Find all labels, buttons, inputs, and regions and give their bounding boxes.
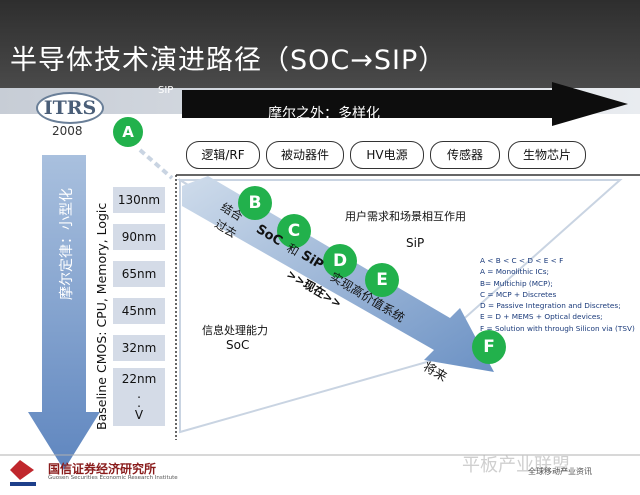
legend: A < B < C < D < E < F A = Monolithic ICs… <box>480 255 635 334</box>
legend-item: C = MCP + Discretes <box>480 289 557 299</box>
category-pill: 传感器 <box>430 141 500 169</box>
itrs-year: 2008 <box>52 124 83 138</box>
stage-marker-d: D <box>323 244 357 278</box>
legend-item: A = Monolithic ICs; <box>480 267 549 277</box>
page-title: 半导体技术演进路径（SOC→SIP） <box>10 45 447 76</box>
sip-small-label: SIP <box>158 85 174 96</box>
a-guide <box>138 148 174 180</box>
stage-marker-a: A <box>113 117 143 147</box>
node-box: 130nm <box>113 187 165 213</box>
watermark: 平板产业联盟 <box>462 455 570 476</box>
legend-item: B= Multichip (MCP); <box>480 278 553 288</box>
itrs-logo: ITRS <box>36 92 104 124</box>
category-pill: 生物芯片 <box>508 141 586 169</box>
footer-institute: 国信证券经济研究所 <box>48 462 157 476</box>
soc-region-label: SoC <box>226 338 250 352</box>
node-box: 65nm <box>113 261 165 287</box>
category-pill: 逻辑/RF <box>186 141 260 169</box>
node-dot: . <box>137 387 141 401</box>
stage-marker-c: C <box>277 214 311 248</box>
info-processing-label: 信息处理能力 <box>202 324 268 337</box>
legend-item: F = Solution with through Silicon via (T… <box>480 323 635 333</box>
footer-emblem <box>10 460 34 480</box>
header-bar <box>0 0 640 88</box>
legend-item: D = Passive Integration and Discretes; <box>480 301 621 311</box>
legend-item: A < B < C < D < E < F <box>480 256 564 265</box>
sip-region-label: SiP <box>406 236 425 250</box>
banner-arrow <box>182 82 628 126</box>
category-pill: HV电源 <box>350 141 424 169</box>
demand-label: 用户需求和场景相互作用 <box>345 210 466 223</box>
legend-item: E = D + MEMS + Optical devices; <box>480 312 603 322</box>
watermark-sub: 全球移动产业资讯 <box>528 467 592 476</box>
moore-label: 摩尔定律：小型化 <box>59 188 75 300</box>
footer-institute-sub: Guosen Securities Economic Research Inst… <box>48 475 178 481</box>
node-box-22nm: 22nm . . V <box>113 368 165 426</box>
node-label: 22nm <box>121 372 157 386</box>
node-box: 90nm <box>113 224 165 250</box>
stage-marker-f: F <box>472 330 506 364</box>
stage-marker-e: E <box>365 263 399 297</box>
node-box: 32nm <box>113 335 165 361</box>
baseline-label: Baseline CMOS: CPU, Memory, Logic <box>94 202 109 430</box>
node-box: 45nm <box>113 298 165 324</box>
node-dot: . <box>137 396 141 410</box>
node-arrow: V <box>134 408 144 422</box>
moore-arrow <box>28 155 100 470</box>
category-pill: 被动器件 <box>266 141 344 169</box>
banner-label: 摩尔之外：多样化 <box>268 106 380 122</box>
stage-marker-b: B <box>238 186 272 220</box>
